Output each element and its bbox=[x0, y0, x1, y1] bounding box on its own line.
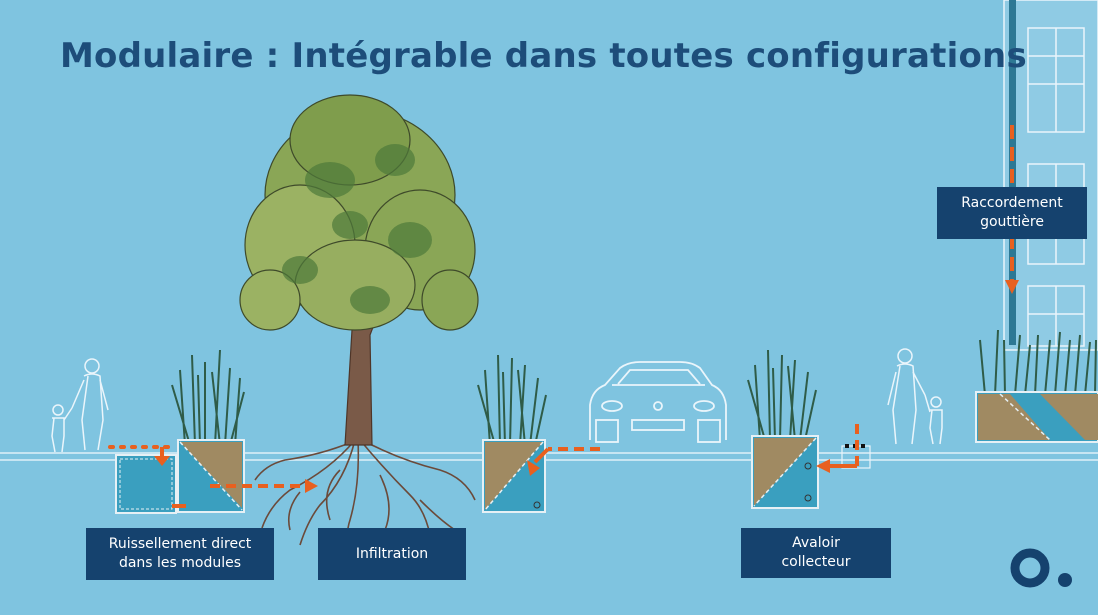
label-raccordement-line2: gouttière bbox=[980, 214, 1044, 230]
module-left bbox=[115, 349, 245, 514]
pedestrian-icon bbox=[887, 348, 943, 445]
label-avaloir: Avaloir collecteur bbox=[741, 528, 891, 578]
page-title: Modulaire : Intégrable dans toutes confi… bbox=[60, 36, 1027, 76]
label-raccordement-line1: Raccordement bbox=[961, 195, 1063, 211]
label-infiltration: Infiltration bbox=[318, 528, 466, 580]
module-avaloir bbox=[747, 349, 871, 509]
pedestrian-icon bbox=[51, 358, 109, 453]
logo-icon bbox=[1010, 548, 1072, 588]
label-ruissellement-line2: dans les modules bbox=[118, 555, 242, 571]
car-icon bbox=[589, 361, 727, 443]
label-avaloir-line1: Avaloir bbox=[792, 535, 840, 551]
label-ruissellement: Ruissellement direct dans les modules bbox=[86, 528, 274, 580]
tree-icon bbox=[239, 94, 479, 551]
label-avaloir-line2: collecteur bbox=[781, 554, 851, 570]
module-middle bbox=[477, 354, 547, 513]
label-raccordement: Raccordement gouttière bbox=[937, 187, 1087, 239]
label-infiltration-text: Infiltration bbox=[355, 545, 429, 562]
module-building bbox=[975, 329, 1098, 443]
label-ruissellement-line1: Ruissellement direct bbox=[108, 536, 252, 552]
